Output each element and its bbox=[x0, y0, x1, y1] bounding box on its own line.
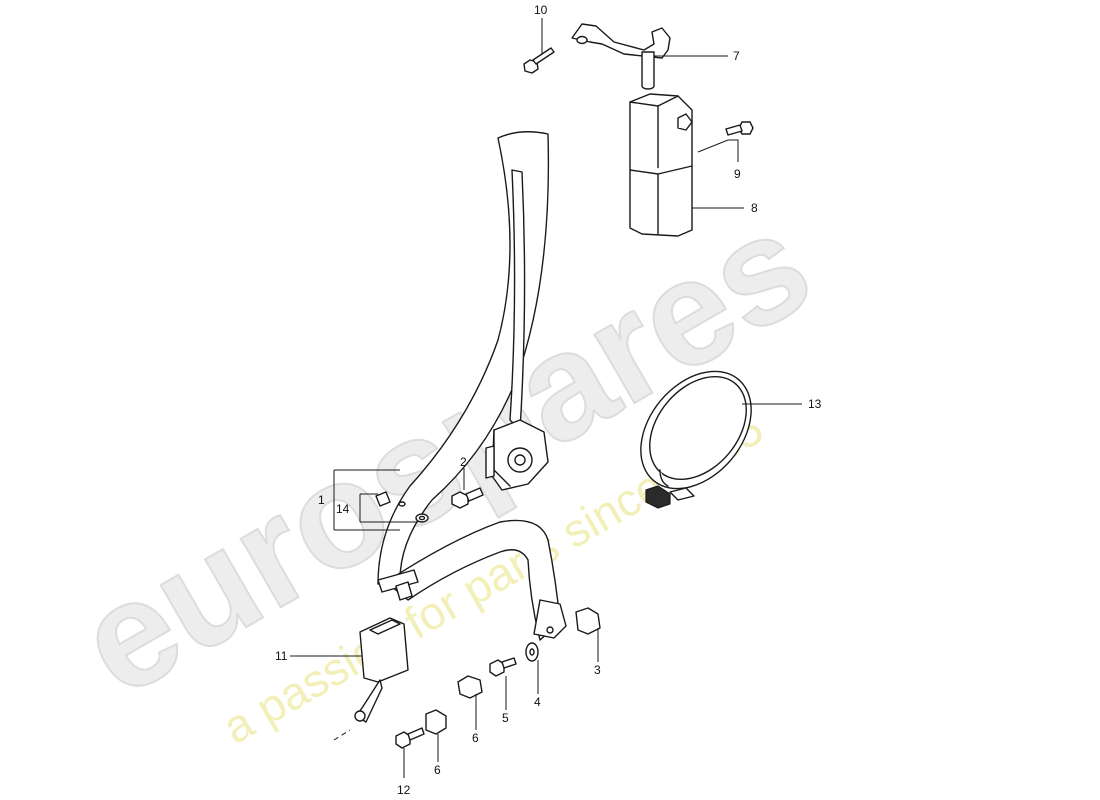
cap-6a bbox=[425, 709, 447, 735]
callout-6b: 6 bbox=[434, 763, 441, 777]
callout-3: 3 bbox=[594, 663, 601, 677]
leader-lines bbox=[290, 18, 802, 778]
callout-2: 2 bbox=[460, 455, 467, 469]
bolt-12 bbox=[395, 727, 425, 749]
wiring-harness-13 bbox=[640, 370, 752, 509]
cap-6b bbox=[457, 675, 483, 699]
callout-10: 10 bbox=[534, 3, 548, 17]
callout-13: 13 bbox=[808, 397, 822, 411]
callout-12: 12 bbox=[397, 783, 411, 797]
bush-set-14 bbox=[375, 491, 429, 523]
callout-11: 11 bbox=[275, 649, 288, 663]
bush-3 bbox=[575, 607, 601, 635]
callout-14: 14 bbox=[336, 502, 350, 516]
bolt-2 bbox=[451, 487, 484, 509]
buckle-11 bbox=[333, 617, 409, 741]
callout-6a: 6 bbox=[472, 731, 479, 745]
callout-8: 8 bbox=[751, 201, 758, 215]
callout-7: 7 bbox=[733, 49, 740, 63]
callouts: 10 7 9 8 13 2 1 14 11 3 4 5 6 6 12 bbox=[275, 3, 822, 797]
bolt-5 bbox=[489, 657, 517, 677]
callout-9: 9 bbox=[734, 167, 741, 181]
callout-5: 5 bbox=[502, 711, 509, 725]
retractor-cover-8 bbox=[629, 93, 693, 237]
seat-belt-retractor bbox=[485, 419, 549, 491]
bolt-10 bbox=[523, 47, 555, 74]
bolt-9 bbox=[725, 121, 754, 136]
washer-4 bbox=[525, 642, 539, 662]
belt-guide-bracket-7 bbox=[571, 23, 671, 90]
callout-4: 4 bbox=[534, 695, 541, 709]
callout-1: 1 bbox=[318, 493, 325, 507]
seat-belt-webbing bbox=[377, 131, 567, 641]
